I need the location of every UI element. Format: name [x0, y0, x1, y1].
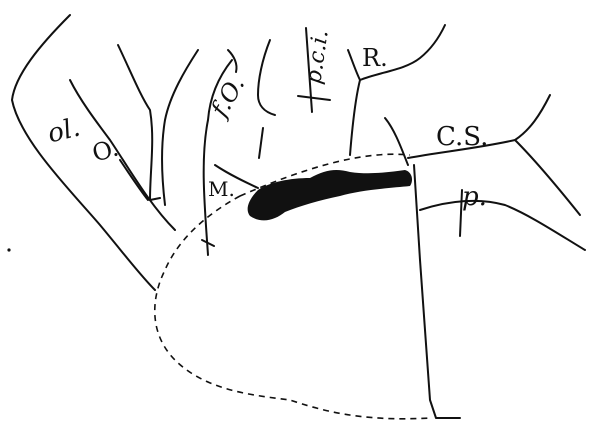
cs-lower-right — [515, 140, 580, 215]
fronto-orbital-left-arc — [162, 50, 198, 205]
label-r: R. — [362, 44, 388, 72]
short-sulcus-line — [259, 128, 263, 158]
outer-sulcus-line — [12, 15, 155, 290]
sylvian-fissure-fill — [248, 170, 412, 220]
label-p: p. — [462, 182, 487, 212]
central-sulcus-line — [385, 118, 408, 165]
label-ol: ol. — [45, 113, 84, 150]
label-o: O. — [89, 134, 122, 168]
orbital-sulcus-line — [118, 45, 152, 200]
parietal-sulcus — [420, 201, 585, 250]
stray-dot — [7, 248, 10, 251]
label-m: M. — [208, 177, 235, 201]
label-cs: C.S. — [436, 122, 488, 152]
label-fo: f.O. — [204, 72, 250, 124]
rolandic-sulcus — [348, 50, 360, 155]
precentral-inferior-sulcus — [258, 40, 275, 115]
